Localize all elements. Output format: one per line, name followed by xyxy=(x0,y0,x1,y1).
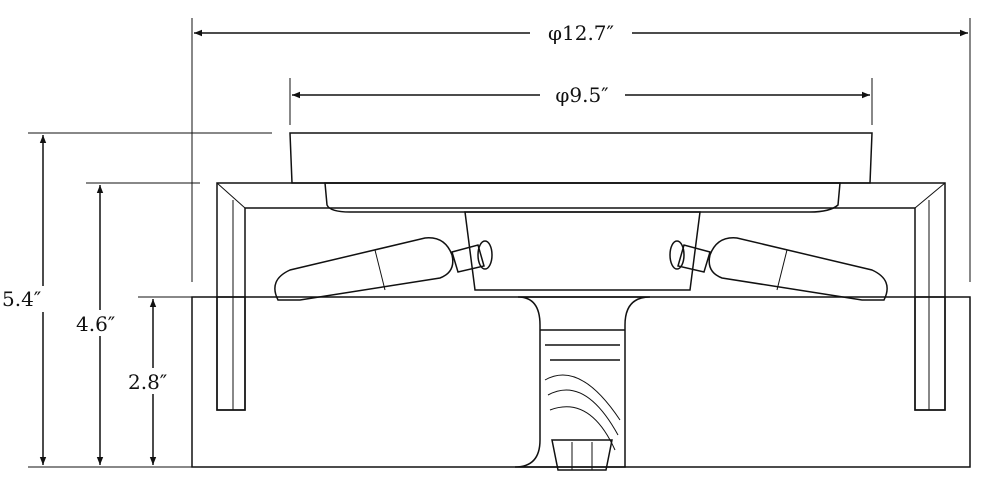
bowl-diameter-label: φ9.5″ xyxy=(555,83,608,107)
dimension-total-height: 5.4″ xyxy=(0,132,272,468)
frame-height-label: 4.6″ xyxy=(76,312,115,336)
stone-base xyxy=(191,296,971,471)
dimension-frame-height: 4.6″ xyxy=(70,182,200,465)
dimension-overall-diameter: φ12.7″ xyxy=(191,18,971,282)
dimension-bowl-diameter: φ9.5″ xyxy=(289,78,873,125)
dimension-base-height: 2.8″ xyxy=(122,296,192,465)
base-height-label: 2.8″ xyxy=(128,370,167,394)
right-burner xyxy=(669,237,888,301)
total-height-label: 5.4″ xyxy=(2,287,41,311)
overall-diameter-label: φ12.7″ xyxy=(548,21,614,45)
bowl xyxy=(289,132,873,291)
left-burner xyxy=(274,237,493,301)
